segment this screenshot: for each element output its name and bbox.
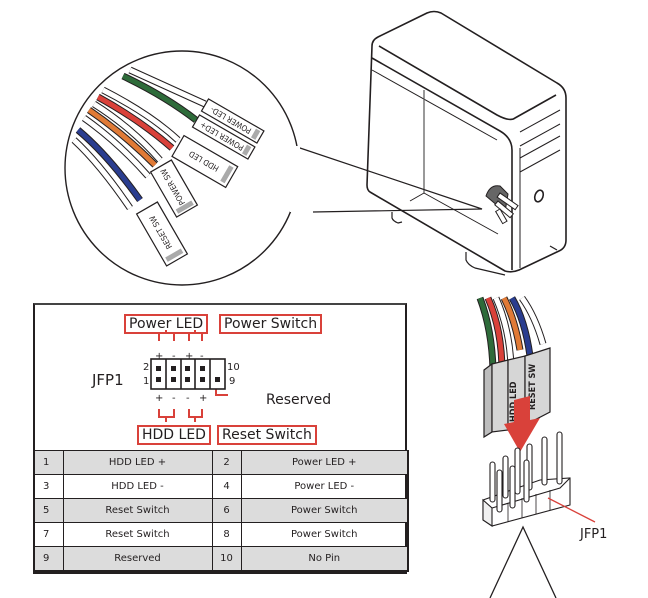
- pin-number-cell: 5: [33, 498, 64, 523]
- board-header-label: JFP1: [580, 527, 608, 542]
- signal-cell: HDD LED -: [62, 474, 213, 499]
- pin-number-cell: 6: [211, 498, 242, 523]
- signal-cell: Reset Switch: [62, 498, 213, 523]
- bracket-power-led: [158, 330, 175, 341]
- signal-cell: HDD LED +: [62, 450, 213, 475]
- signal-cell: Power LED -: [240, 474, 409, 499]
- header-name: JFP1: [92, 371, 124, 389]
- insert-arrow-icon: [504, 396, 540, 452]
- polarity-bottom-1: +: [155, 393, 164, 404]
- jfp1-leader-line: [547, 497, 596, 523]
- polarity-bottom-4: +: [199, 393, 208, 404]
- polarity-bottom-3: -: [186, 393, 190, 404]
- signal-cell: Reserved: [62, 546, 213, 572]
- callout-triangle: [489, 525, 557, 598]
- signal-cell: No Pin: [240, 546, 409, 572]
- signal-cell: Power LED +: [240, 450, 409, 475]
- pin-number-cell: 7: [33, 522, 64, 547]
- polarity-top-1: +: [155, 351, 164, 362]
- pin-number-cell: 3: [33, 474, 64, 499]
- header-pins: [156, 366, 220, 382]
- installed-connector-label-reset: RESET SW: [528, 364, 538, 410]
- polarity-bottom-2: -: [172, 393, 176, 404]
- bracket-hdd-led: [158, 409, 175, 422]
- label-power-led: Power LED: [124, 314, 209, 334]
- pin-number-10: 10: [227, 362, 240, 373]
- label-hdd-led: HDD LED: [137, 425, 211, 445]
- pin-number-9: 9: [229, 376, 236, 387]
- cable-bundle-icon: [485, 185, 519, 225]
- pin-number-cell: 1: [33, 450, 64, 475]
- pin-number-cell: 10: [211, 546, 242, 572]
- pin-header-3d: [482, 431, 571, 528]
- signal-cell: Power Switch: [240, 522, 409, 547]
- signal-cell: Reset Switch: [62, 522, 213, 547]
- bracket-reset-switch: [188, 409, 203, 422]
- callout-wires: [71, 66, 207, 210]
- pin-number-cell: 4: [211, 474, 242, 499]
- label-reset-switch: Reset Switch: [217, 425, 317, 445]
- pin-number-1: 1: [143, 376, 150, 387]
- signal-cell: Power Switch: [240, 498, 409, 523]
- pin-number-cell: 9: [33, 546, 64, 572]
- polarity-top-4: -: [200, 351, 204, 362]
- polarity-top-2: -: [172, 351, 176, 362]
- pin-number-cell: 2: [211, 450, 242, 475]
- polarity-top-3: +: [185, 351, 194, 362]
- pin-number-2: 2: [143, 362, 150, 373]
- pc-case: [366, 10, 567, 276]
- header-body: [150, 358, 226, 390]
- pin-number-cell: 8: [211, 522, 242, 547]
- label-power-switch: Power Switch: [219, 314, 323, 334]
- label-reserved: Reserved: [266, 392, 332, 408]
- callout-wedge: [296, 146, 483, 213]
- header-schematic: [150, 330, 228, 422]
- bracket-power-switch: [188, 330, 203, 341]
